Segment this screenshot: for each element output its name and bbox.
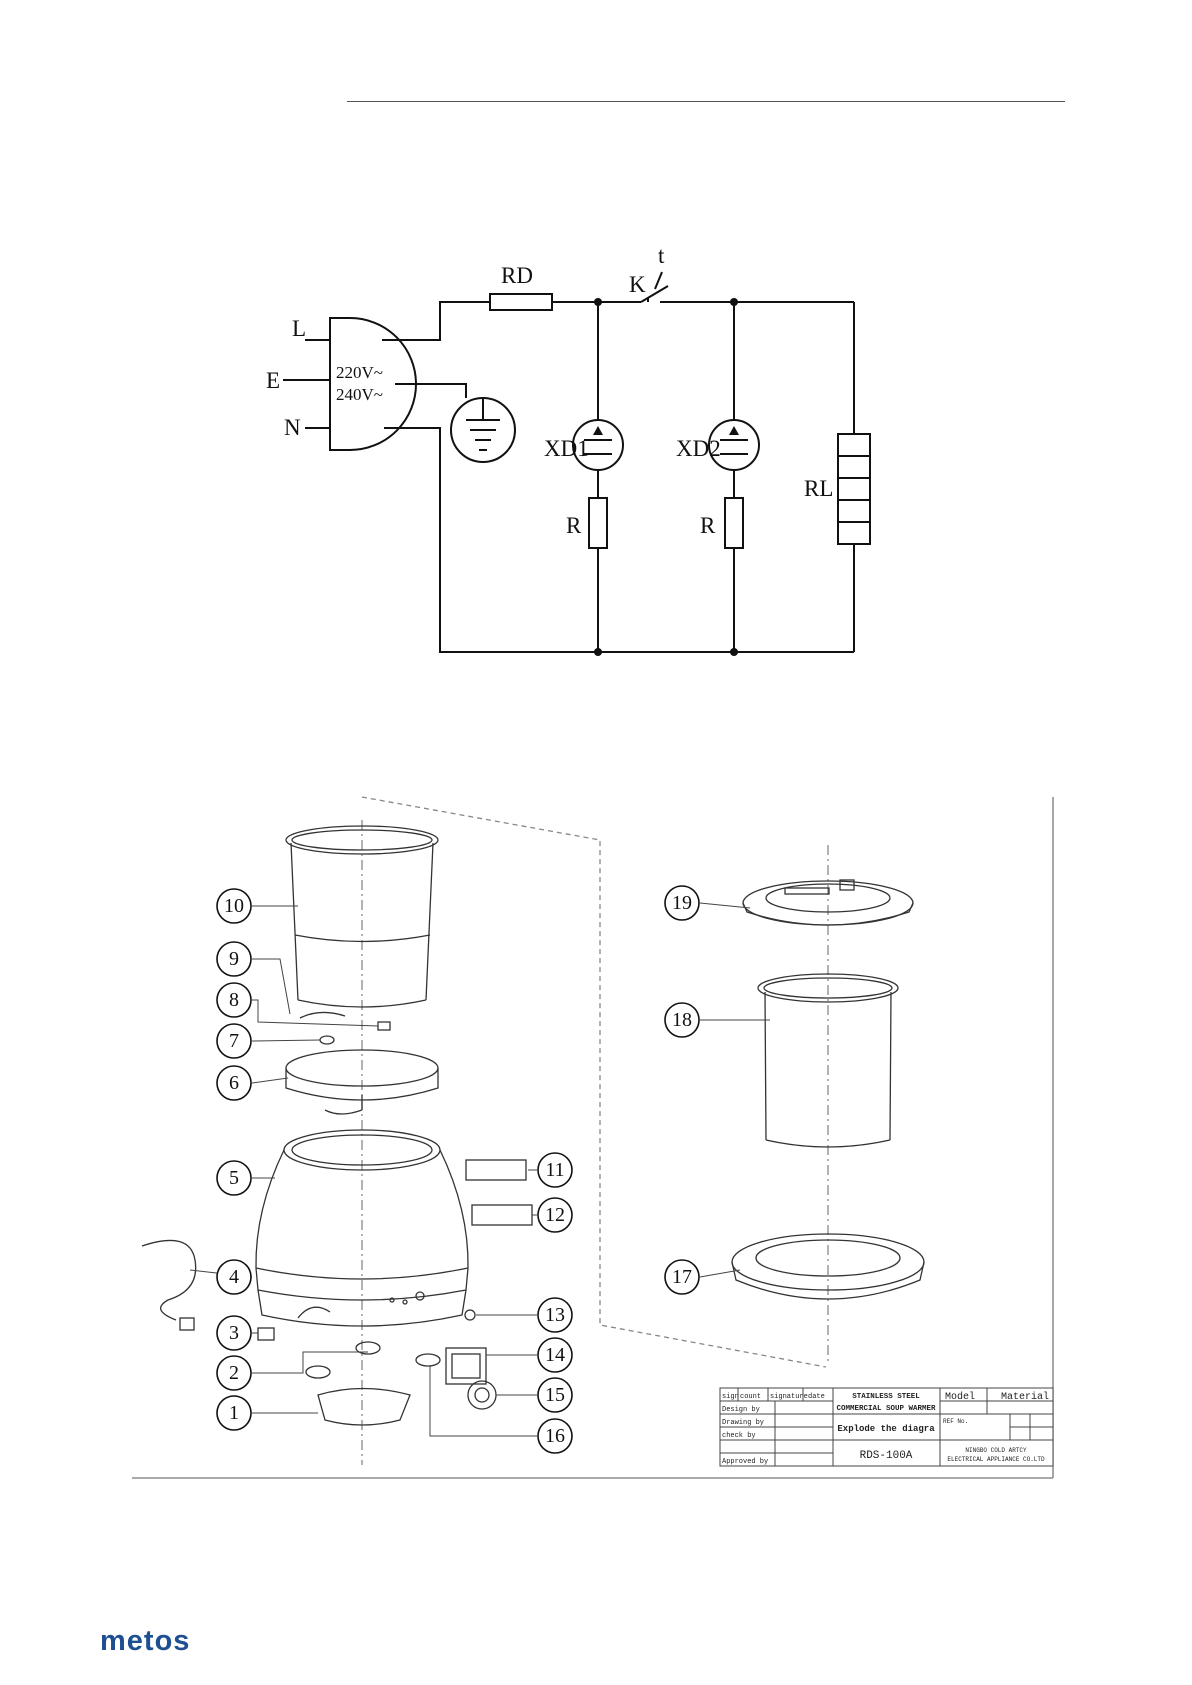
svg-text:16: 16: [545, 1425, 565, 1447]
callout-4: 4: [217, 1260, 251, 1294]
part-wiring-small: [300, 1012, 390, 1044]
fuse-label: RD: [501, 263, 533, 288]
lamp-xd1-label: XD1: [544, 436, 589, 461]
fuse-symbol: [490, 294, 552, 310]
svg-text:8: 8: [229, 989, 239, 1011]
callout-10: 10: [217, 889, 251, 923]
voltage-label-1: 220V~: [336, 363, 383, 382]
part-feet: [306, 1342, 440, 1378]
svg-text:13: 13: [545, 1304, 565, 1326]
callout-3: 3: [217, 1316, 251, 1350]
callout-1: 1: [217, 1396, 251, 1430]
callout-16: 16: [538, 1419, 572, 1453]
part-small-block: [258, 1328, 274, 1340]
tb-ref-label: REF No.: [943, 1418, 968, 1425]
tb-material-label: Material: [1001, 1391, 1049, 1403]
exploded-view: [132, 797, 1053, 1478]
svg-text:2: 2: [229, 1362, 239, 1384]
callout-9: 9: [217, 942, 251, 976]
tb-drawing-by: Drawing by: [722, 1419, 764, 1427]
svg-text:1: 1: [229, 1402, 239, 1424]
callout-19: 19: [665, 886, 699, 920]
tb-check-by: check by: [722, 1432, 756, 1440]
tb-approved-by: Approved by: [722, 1458, 768, 1466]
callout-13: 13: [538, 1298, 572, 1332]
thermostat-symbol-label: t: [658, 243, 665, 268]
part-label-12: [472, 1205, 532, 1225]
svg-text:7: 7: [229, 1030, 239, 1052]
callout-5: 5: [217, 1161, 251, 1195]
callout-6: 6: [217, 1066, 251, 1100]
resistor-2-symbol: [725, 498, 743, 548]
callout-14: 14: [538, 1338, 572, 1372]
svg-text:4: 4: [229, 1266, 239, 1288]
tb-design-by: Design by: [722, 1406, 760, 1414]
terminal-e-label: E: [266, 368, 280, 393]
tb-header-sign: sign: [722, 1393, 739, 1401]
resistor-1-symbol: [589, 498, 607, 548]
callout-7: 7: [217, 1024, 251, 1058]
tb-model-label: Model: [945, 1391, 975, 1403]
callout-18: 18: [665, 1003, 699, 1037]
tb-drawing-title: Explode the diagra: [837, 1424, 935, 1434]
svg-text:18: 18: [672, 1009, 692, 1031]
part-inner-pot: [286, 826, 438, 1007]
callout-11: 11: [538, 1153, 572, 1187]
svg-text:10: 10: [224, 895, 244, 917]
svg-text:9: 9: [229, 948, 239, 970]
svg-text:14: 14: [545, 1344, 565, 1366]
svg-text:11: 11: [545, 1159, 564, 1181]
resistor-2-label: R: [700, 513, 716, 538]
heater-label: RL: [804, 476, 833, 501]
tb-company-line1: NINGBO COLD ARTCY: [965, 1447, 1027, 1454]
tb-product-line1: STAINLESS STEEL: [852, 1393, 920, 1401]
svg-text:3: 3: [229, 1322, 239, 1344]
resistor-1-label: R: [566, 513, 582, 538]
circuit-nodes: [593, 298, 739, 656]
title-block: sign count signature date Design by Draw…: [720, 1388, 1053, 1466]
terminal-l-label: L: [292, 316, 306, 341]
tb-company-line2: ELECTRICAL APPLIANCE CO.LTD: [947, 1456, 1045, 1463]
part-power-cord: [142, 1240, 196, 1330]
part-knob: [468, 1381, 496, 1409]
circuit-diagram: [283, 272, 870, 652]
lamp-xd2-label: XD2: [676, 436, 721, 461]
svg-text:19: 19: [672, 892, 692, 914]
tb-header-signature: signature: [770, 1393, 808, 1401]
svg-text:6: 6: [229, 1072, 239, 1094]
tb-product-line2: COMMERCIAL SOUP WARMER: [836, 1405, 936, 1413]
tb-header-date: date: [808, 1393, 825, 1401]
svg-text:5: 5: [229, 1167, 239, 1189]
circuit-labels: L E N 220V~ 240V~ RD K t XD1 XD2 R R RL: [266, 243, 833, 538]
part-base-plate: [318, 1389, 410, 1426]
callouts: 1 2 3 4 5 6 7 8 9 10 11 12 13 14 15 16 1…: [217, 886, 699, 1453]
metos-logo: metos: [100, 1628, 230, 1654]
part-lamp: [465, 1310, 475, 1320]
tb-header-count: count: [740, 1393, 761, 1401]
svg-text:17: 17: [672, 1266, 692, 1288]
callout-8: 8: [217, 983, 251, 1017]
svg-text:12: 12: [545, 1204, 565, 1226]
tb-model-number: RDS-100A: [860, 1450, 913, 1462]
callout-12: 12: [538, 1198, 572, 1232]
heater-symbol: [838, 434, 870, 544]
callout-17: 17: [665, 1260, 699, 1294]
part-label-11: [466, 1160, 526, 1180]
svg-text:15: 15: [545, 1384, 565, 1406]
voltage-label-2: 240V~: [336, 385, 383, 404]
callout-15: 15: [538, 1378, 572, 1412]
callout-2: 2: [217, 1356, 251, 1390]
thermostat-label: K: [629, 272, 646, 297]
terminal-n-label: N: [284, 415, 301, 440]
